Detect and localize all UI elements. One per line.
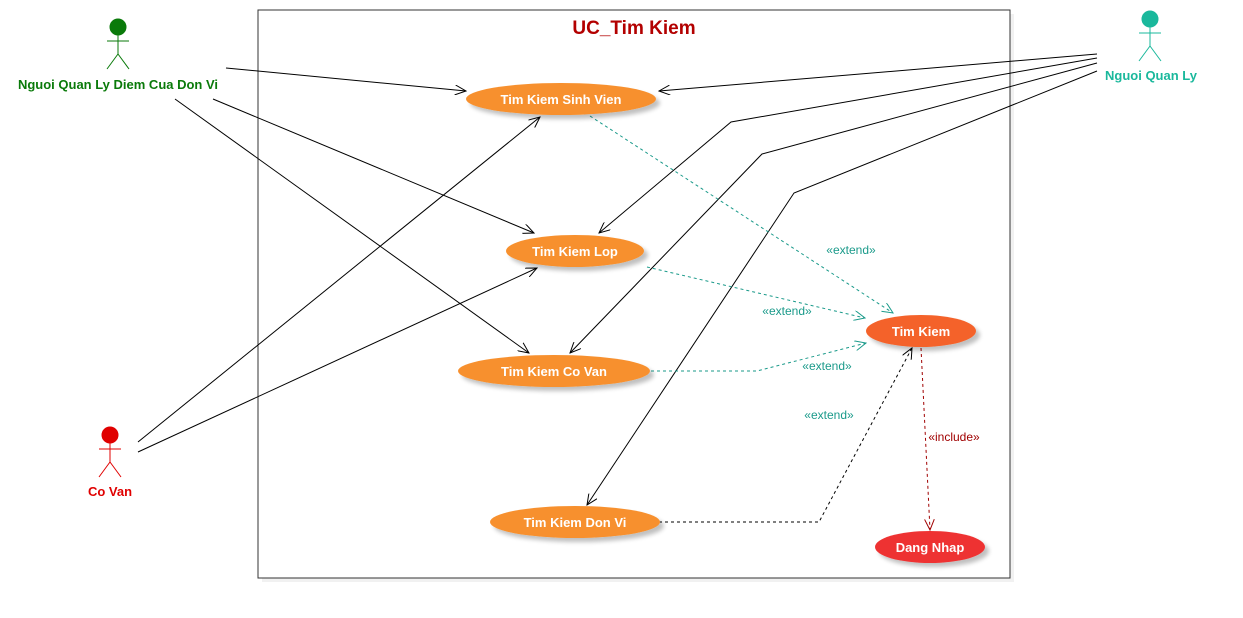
use-case-label: Tim Kiem Lop bbox=[532, 244, 618, 259]
assoc-ql-co-van bbox=[570, 62, 1098, 353]
use-case-dang-nhap[interactable]: Dang Nhap bbox=[875, 531, 985, 563]
stick-figure-icon bbox=[1138, 10, 1162, 62]
extend-label-sinh-vien: «extend» bbox=[826, 243, 876, 257]
stick-figure-icon bbox=[98, 426, 122, 478]
assoc-cv-lop bbox=[137, 268, 537, 453]
include-label: «include» bbox=[928, 430, 980, 444]
use-case-tim-kiem-don-vi[interactable]: Tim Kiem Don Vi bbox=[490, 506, 660, 538]
assoc-cv-sinh-vien bbox=[137, 117, 540, 443]
extend-co-van bbox=[651, 343, 866, 372]
use-case-label: Tim Kiem Don Vi bbox=[524, 515, 627, 530]
extend-relations bbox=[589, 115, 893, 372]
use-case-tim-kiem-lop[interactable]: Tim Kiem Lop bbox=[506, 235, 644, 267]
extend-sinh-vien bbox=[589, 115, 893, 313]
extend-label-co-van: «extend» bbox=[802, 359, 852, 373]
actor-label: Nguoi Quan Ly Diem Cua Don Vi bbox=[18, 77, 218, 92]
extend-lop bbox=[646, 266, 865, 318]
assoc-ql-don-vi bbox=[587, 70, 1098, 505]
extend-label-lop: «extend» bbox=[762, 304, 812, 318]
assoc-qld-sinh-vien bbox=[225, 67, 466, 91]
use-case-tim-kiem-co-van[interactable]: Tim Kiem Co Van bbox=[458, 355, 650, 387]
assoc-ql-sinh-vien bbox=[659, 53, 1098, 91]
actor-label: Co Van bbox=[88, 484, 132, 499]
associations bbox=[137, 53, 1098, 505]
assoc-qld-co-van bbox=[174, 98, 529, 353]
stick-figure-icon bbox=[106, 18, 130, 70]
use-case-label: Tim Kiem bbox=[892, 324, 950, 339]
assoc-qld-lop bbox=[212, 98, 534, 233]
actor-co-van[interactable]: Co Van bbox=[88, 426, 132, 499]
system-title: UC_Tim Kiem bbox=[572, 18, 695, 39]
use-case-tim-kiem[interactable]: Tim Kiem bbox=[866, 315, 976, 347]
extend-label-don-vi: «extend» bbox=[804, 408, 854, 422]
actor-nguoi-quan-ly-diem-cua-don-vi[interactable]: Nguoi Quan Ly Diem Cua Don Vi bbox=[18, 18, 218, 92]
include-dang-nhap bbox=[920, 347, 930, 530]
use-case-label: Tim Kiem Co Van bbox=[501, 364, 607, 379]
assoc-ql-lop bbox=[599, 57, 1098, 233]
use-case-label: Dang Nhap bbox=[896, 540, 965, 555]
use-case-tim-kiem-sinh-vien[interactable]: Tim Kiem Sinh Vien bbox=[466, 83, 656, 115]
use-case-label: Tim Kiem Sinh Vien bbox=[501, 92, 622, 107]
actor-label: Nguoi Quan Ly bbox=[1105, 68, 1198, 83]
actor-nguoi-quan-ly[interactable]: Nguoi Quan Ly bbox=[1105, 10, 1198, 83]
